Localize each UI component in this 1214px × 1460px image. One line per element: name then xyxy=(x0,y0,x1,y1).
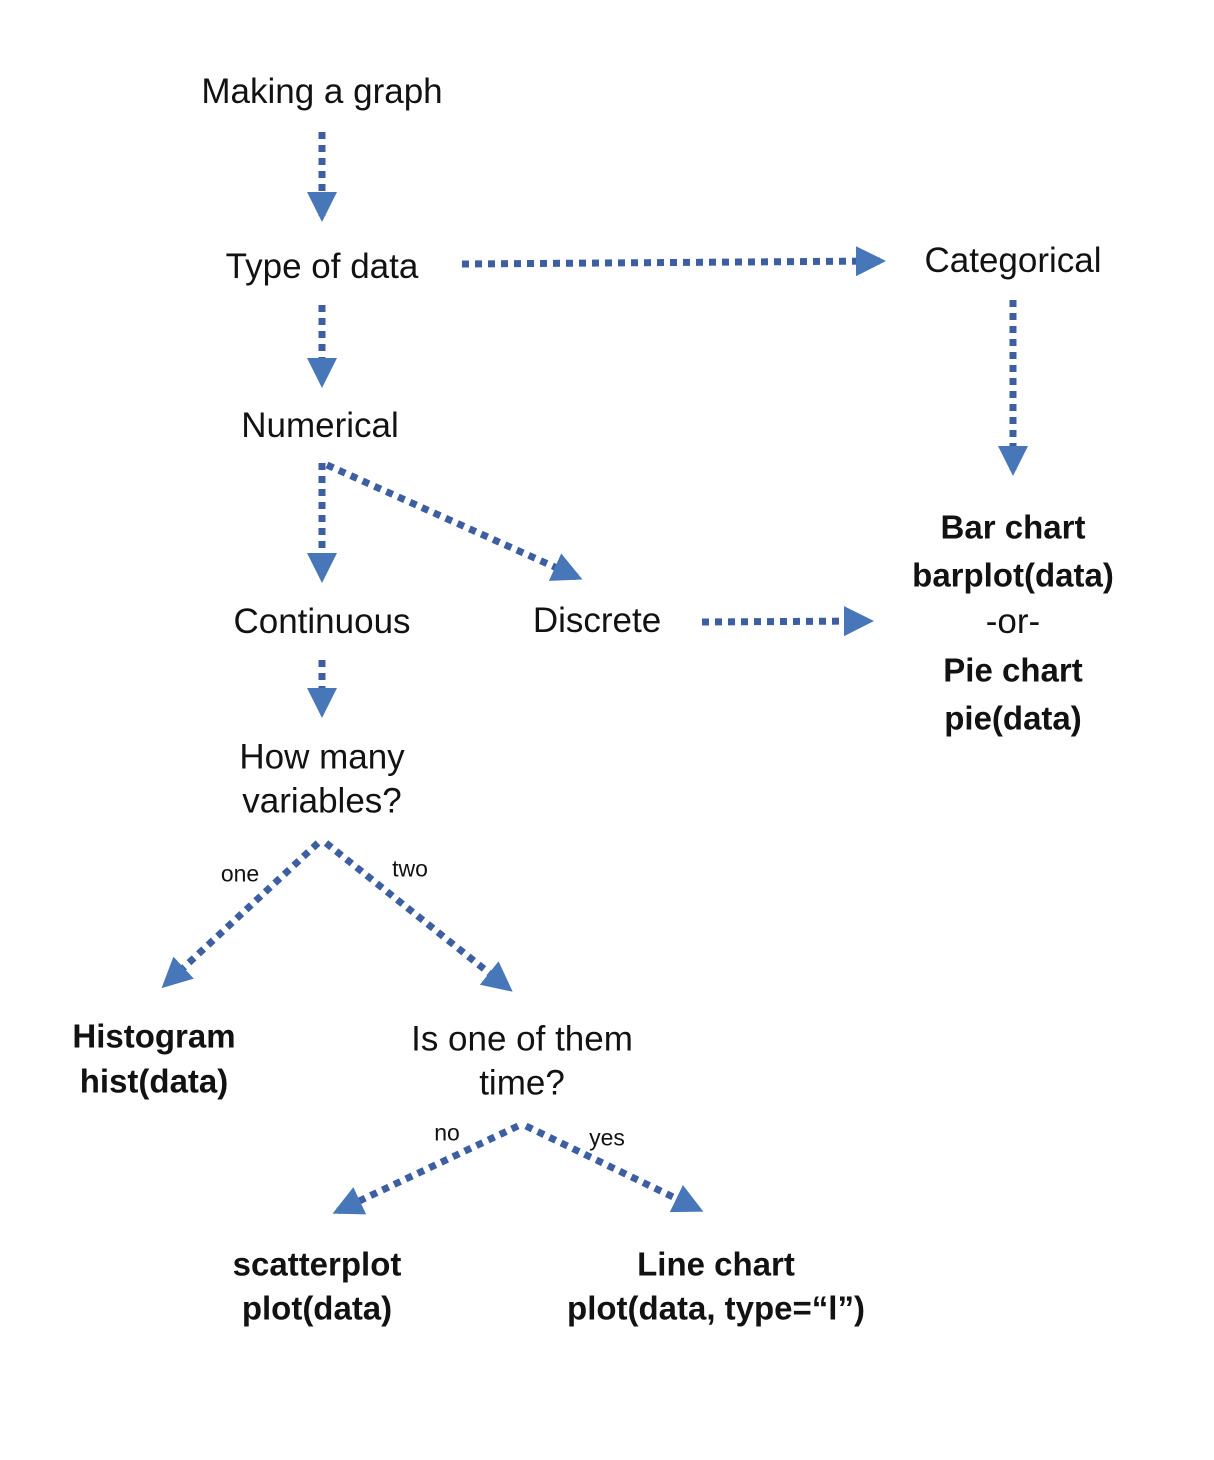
result-bar-chart-title: Bar chart xyxy=(940,508,1086,546)
edge-label-one: one xyxy=(220,860,260,887)
node-how-many-variables: How many variables? xyxy=(239,737,405,820)
edge-label-no: no xyxy=(434,1119,460,1146)
node-making-a-graph: Making a graph xyxy=(201,72,443,112)
edge-label-yes: yes xyxy=(589,1124,625,1151)
result-line-chart-title: Line chart xyxy=(637,1245,795,1283)
node-type-of-data: Type of data xyxy=(225,247,419,287)
result-pie-chart-title: Pie chart xyxy=(943,651,1083,689)
result-line-chart-code: plot(data, type=“l”) xyxy=(567,1289,865,1327)
arrow-is-time-to-scatterplot xyxy=(332,1122,520,1215)
result-bar-chart-code: barplot(data) xyxy=(912,556,1114,594)
node-is-one-of-them-time: Is one of them time? xyxy=(411,1019,633,1102)
result-pie-chart-code: pie(data) xyxy=(944,699,1082,737)
result-scatterplot-title: scatterplot xyxy=(232,1245,402,1283)
node-numerical: Numerical xyxy=(241,406,399,446)
arrow-is-time-to-line-chart xyxy=(524,1122,704,1213)
result-or-separator: -or- xyxy=(985,602,1041,642)
node-discrete: Discrete xyxy=(532,601,662,641)
result-scatterplot-code: plot(data) xyxy=(241,1289,393,1327)
node-categorical: Categorical xyxy=(924,241,1102,281)
arrow-how-many-to-histogram xyxy=(161,840,321,989)
result-histogram-title: Histogram xyxy=(72,1017,236,1055)
result-histogram-code: hist(data) xyxy=(79,1062,229,1100)
arrow-discrete-to-bar-pie xyxy=(701,606,875,637)
node-continuous: Continuous xyxy=(233,602,411,642)
edge-label-two: two xyxy=(392,855,428,882)
arrow-numerical-to-discrete xyxy=(325,461,583,581)
arrow-type-of-data-to-categorical xyxy=(461,246,887,277)
